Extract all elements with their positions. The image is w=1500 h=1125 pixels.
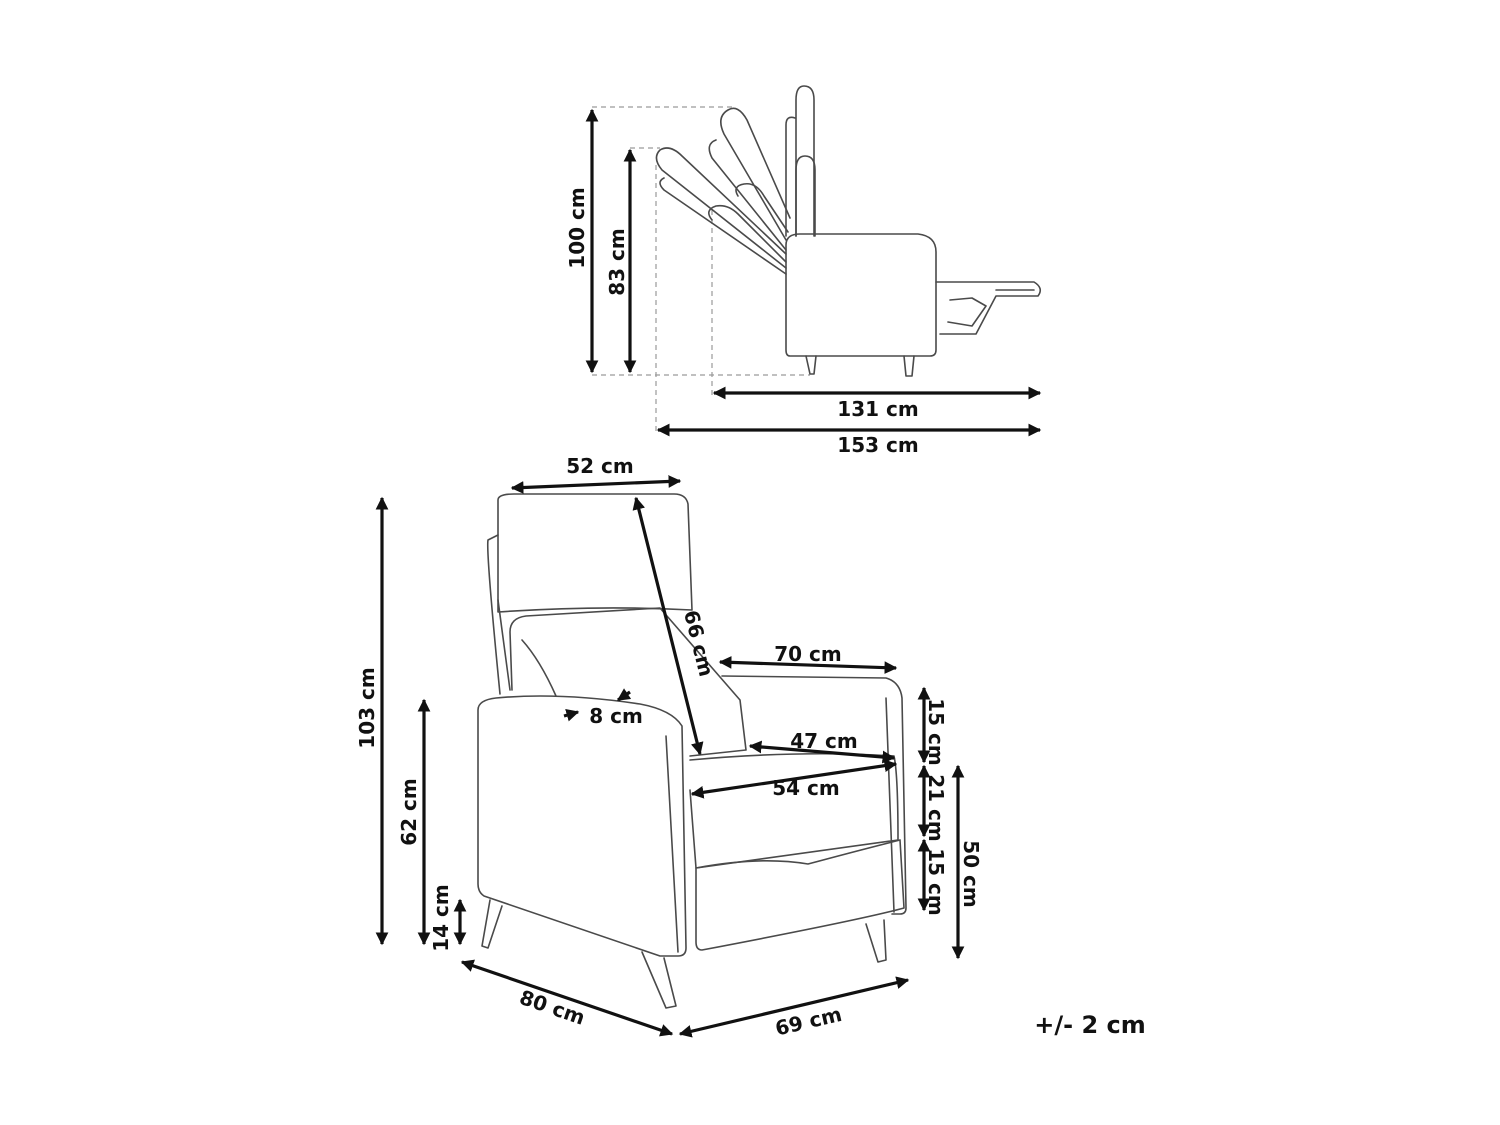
dim-arrow-66 bbox=[632, 496, 704, 756]
headrest bbox=[497, 493, 693, 613]
dim-label-54: 54 cm bbox=[772, 776, 840, 800]
leg-front-left bbox=[481, 899, 503, 949]
side-view-drawing bbox=[592, 85, 1042, 432]
dim-label-153: 153 cm bbox=[837, 433, 918, 457]
semi-reclined-cushion bbox=[708, 139, 789, 251]
seat-cushion bbox=[689, 752, 899, 869]
dim-label-83: 83 cm bbox=[605, 228, 629, 296]
dim-arrow-8-bottom bbox=[563, 709, 580, 722]
dim-arrow-8-top bbox=[616, 688, 632, 702]
dim-label-8: 8 cm bbox=[589, 704, 643, 728]
dim-label-69: 69 cm bbox=[773, 1002, 844, 1041]
dim-arrow-52 bbox=[510, 475, 682, 494]
back-side-panel bbox=[486, 534, 511, 695]
reclined-back bbox=[655, 147, 787, 269]
far-armrest bbox=[721, 675, 907, 915]
dim-arrow-69 bbox=[678, 976, 910, 1038]
dim-label-131: 131 cm bbox=[837, 397, 918, 421]
dim-label-15b: 15 cm bbox=[924, 848, 948, 916]
front-view-drawing bbox=[477, 493, 907, 1009]
side-leg-front bbox=[805, 355, 817, 375]
dim-label-52: 52 cm bbox=[566, 454, 634, 478]
dim-label-21: 21 cm bbox=[924, 774, 948, 842]
guide-lines bbox=[592, 106, 810, 432]
dim-arrow-80 bbox=[460, 959, 674, 1037]
front-skirt bbox=[695, 839, 905, 951]
near-armrest bbox=[477, 695, 687, 957]
side-footrest bbox=[935, 281, 1042, 335]
upright-back-cushion bbox=[795, 155, 816, 237]
side-leg-rear bbox=[903, 355, 915, 377]
dim-arrow-47 bbox=[748, 740, 896, 764]
dim-arrow-54 bbox=[690, 759, 898, 799]
back-cushion bbox=[509, 607, 747, 757]
dim-label-50: 50 cm bbox=[959, 840, 983, 908]
dim-label-70: 70 cm bbox=[774, 642, 842, 666]
leg-front-right bbox=[641, 951, 677, 1009]
tolerance-note: +/- 2 cm bbox=[1034, 1011, 1145, 1039]
back-cushion-seam bbox=[521, 639, 557, 697]
dim-label-103: 103 cm bbox=[355, 667, 379, 748]
leg-back-right bbox=[865, 919, 887, 963]
dim-arrow-70 bbox=[718, 655, 898, 675]
upright-back-rear bbox=[785, 116, 796, 237]
dim-label-62: 62 cm bbox=[397, 778, 421, 846]
semi-reclined-back bbox=[720, 107, 791, 241]
dim-label-100: 100 cm bbox=[565, 187, 589, 268]
dim-label-14: 14 cm bbox=[429, 884, 453, 952]
dim-label-15a: 15 cm bbox=[924, 698, 948, 766]
reclined-cushion bbox=[659, 177, 787, 275]
upright-headrest bbox=[795, 85, 815, 237]
side-seat-body bbox=[785, 233, 937, 357]
dim-label-47: 47 cm bbox=[790, 729, 858, 753]
far-armrest-face bbox=[885, 697, 895, 913]
dim-label-66: 66 cm bbox=[679, 608, 719, 679]
near-armrest-face bbox=[665, 735, 679, 953]
